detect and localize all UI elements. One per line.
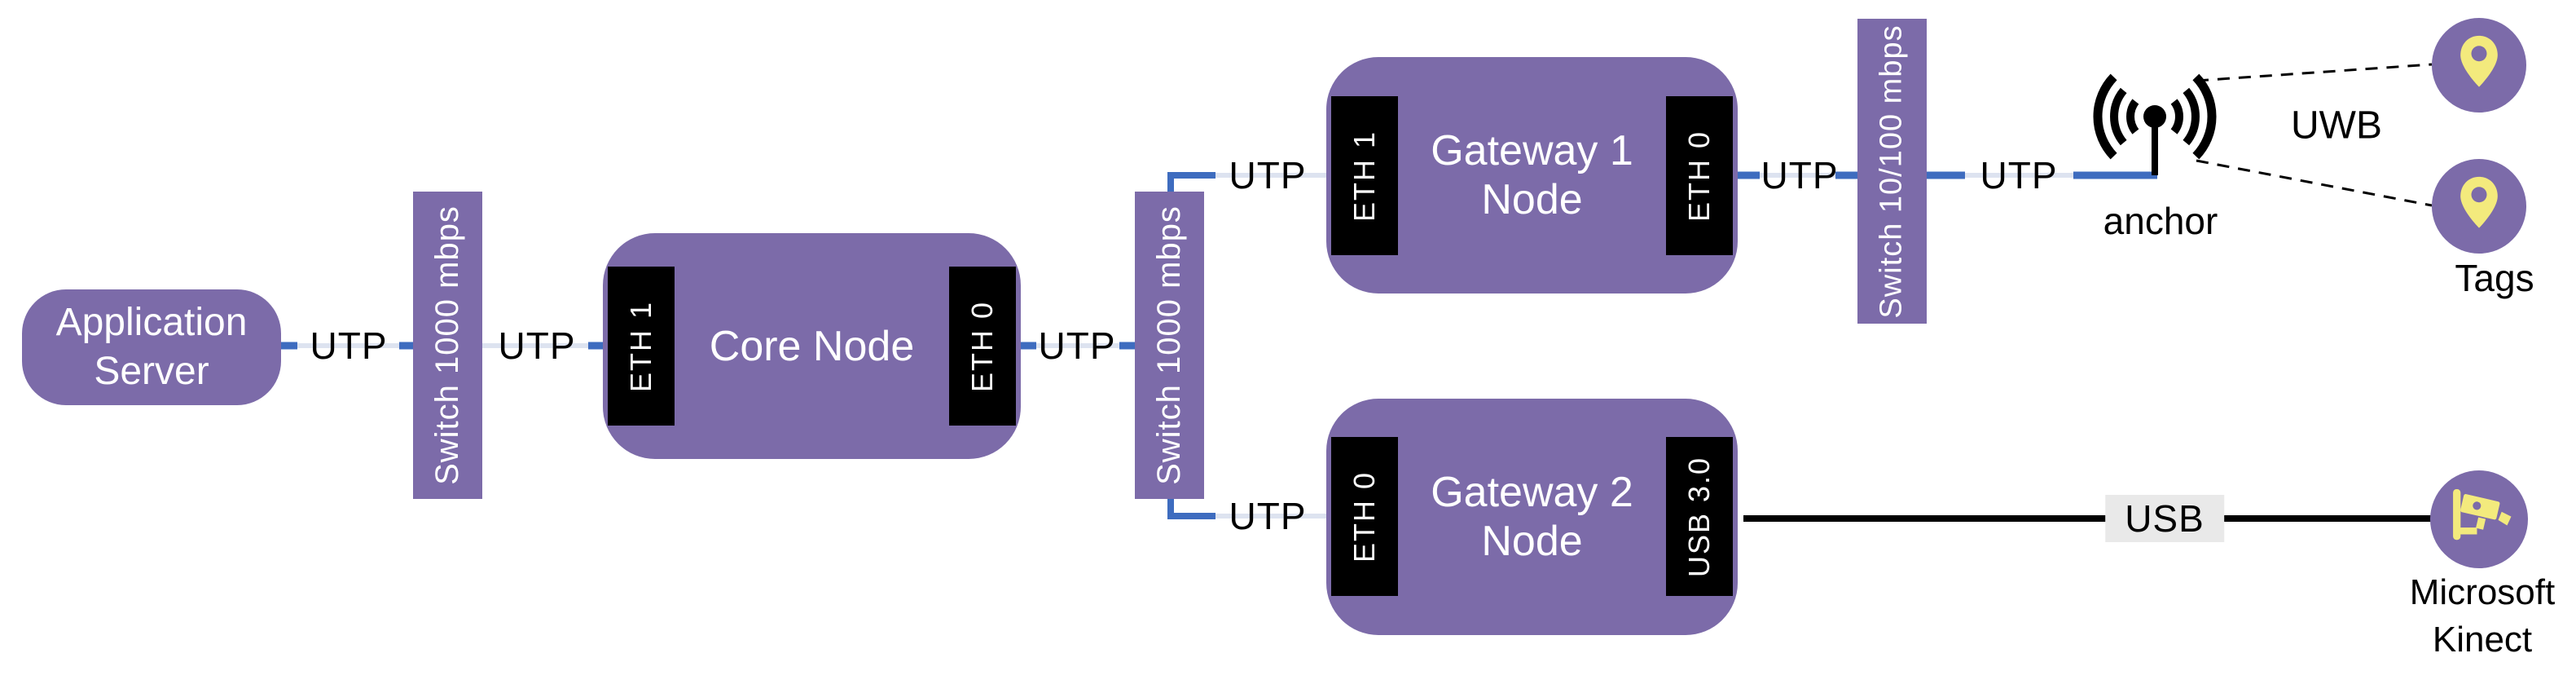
utp-label-7: UTP: [1229, 495, 1307, 537]
gateway1-title-line2: Node: [1481, 176, 1583, 223]
antenna-icon: [2093, 73, 2217, 175]
gateway1-port-eth1: ETH 1: [1331, 96, 1398, 255]
switch-1000mbps-left: Switch 1000 mbps: [413, 192, 482, 499]
uwb-tag-circle-bottom: [2432, 159, 2526, 254]
cctv-camera-icon: [2453, 489, 2512, 541]
uwb-label: UWB: [2291, 104, 2382, 148]
uwb-tag-circle-top: [2432, 18, 2526, 113]
gateway1-port-eth0-label: ETH 0: [1682, 130, 1716, 222]
gateway2-port-eth0-label: ETH 0: [1347, 470, 1381, 563]
core-node-port-eth0-label: ETH 0: [965, 300, 999, 392]
application-server-node: Application Server: [22, 289, 281, 405]
kinect-label-line1: Microsoft: [2409, 572, 2556, 612]
utp-label-4: UTP: [1229, 154, 1307, 196]
kinect-circle: [2430, 470, 2528, 568]
switch-branch-elbows: [1167, 172, 1215, 519]
switch-10-100mbps: Switch 10/100 mbps: [1857, 19, 1927, 324]
application-server-title-line1: Application: [55, 301, 248, 344]
switch-1000mbps-mid-label: Switch 1000 mbps: [1151, 205, 1187, 485]
kinect-label-line2: Kinect: [2432, 620, 2533, 660]
gateway2-port-usb3: USB 3.0: [1666, 437, 1733, 596]
tags-label: Tags: [2455, 257, 2534, 299]
switch-1000mbps-left-label: Switch 1000 mbps: [429, 205, 465, 485]
switch-10-100mbps-label: Switch 10/100 mbps: [1875, 24, 1909, 319]
location-pin-icon: [2460, 176, 2498, 228]
gateway2-port-eth0: ETH 0: [1331, 437, 1398, 596]
core-node-port-eth1: ETH 1: [608, 267, 675, 426]
location-pin-icon: [2460, 35, 2498, 87]
utp-label-5: UTP: [1761, 154, 1839, 196]
kinect-label: Microsoft Kinect: [2410, 569, 2555, 664]
gateway1-port-eth0: ETH 0: [1666, 96, 1733, 255]
gateway2-port-usb3-label: USB 3.0: [1682, 456, 1717, 577]
gateway2-title-line1: Gateway 2: [1431, 469, 1633, 516]
usb-label: USB: [2105, 495, 2224, 542]
application-server-title-line2: Server: [94, 350, 209, 393]
core-node-title: Core Node: [709, 322, 915, 370]
gateway2-title-line2: Node: [1481, 518, 1583, 565]
core-node-port-eth0: ETH 0: [949, 267, 1016, 426]
gateway1-port-eth1-label: ETH 1: [1347, 130, 1381, 222]
utp-label-2: UTP: [498, 324, 576, 367]
core-node-port-eth1-label: ETH 1: [624, 300, 657, 392]
gateway1-title-line1: Gateway 1: [1431, 127, 1633, 174]
utp-label-1: UTP: [310, 324, 388, 367]
utp-label-6: UTP: [1980, 154, 2058, 196]
anchor-label: anchor: [2103, 200, 2218, 242]
uwb-dashed-links: [2196, 63, 2433, 207]
utp-label-3: UTP: [1038, 324, 1116, 367]
utp-line-blue-stubs: [281, 171, 2157, 350]
switch-1000mbps-mid: Switch 1000 mbps: [1135, 192, 1204, 499]
